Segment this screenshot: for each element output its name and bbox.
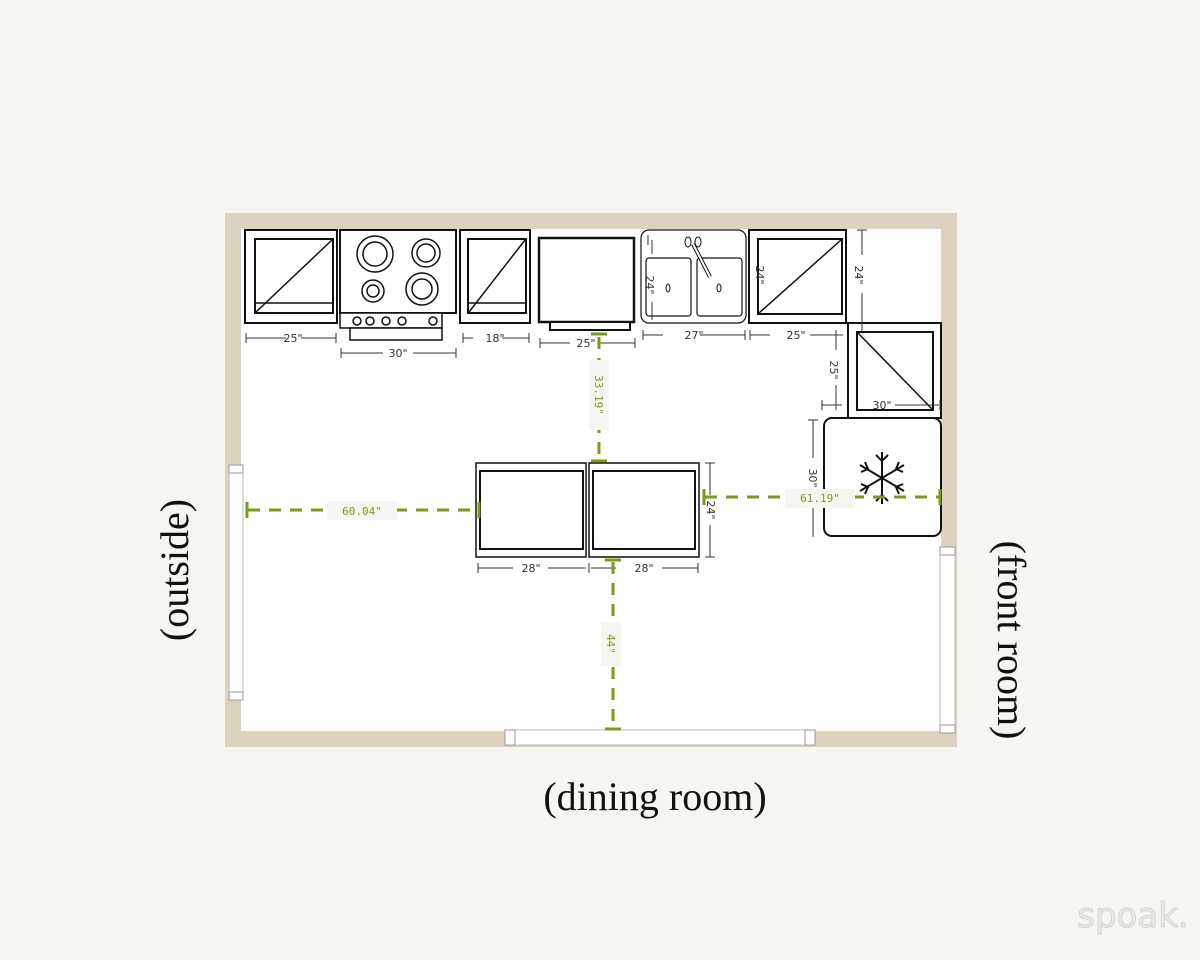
dim-island-left: 28" [521, 562, 540, 575]
dishwasher [537, 236, 636, 331]
label-dining-room: (dining room) [543, 774, 766, 819]
dimension-labels: 25" 30" 18" 25" 27" 25" 24" 24" 24" 25" … [283, 265, 891, 575]
clearance-label: 44" [604, 634, 617, 654]
island-left [475, 462, 587, 558]
clearance-door-island: 60.04" [245, 501, 481, 520]
corner-cabinet [847, 322, 942, 419]
watermark-logo: spoak. [1077, 896, 1188, 936]
dim-cabinet-1: 25" [283, 332, 302, 345]
dim-cabinet-2: 18" [485, 332, 504, 345]
dim-fridge: 30" [806, 468, 819, 487]
clearance-label: 33.19" [592, 375, 605, 415]
stove [339, 229, 457, 341]
clearance-island-fridge: 61.19" [702, 489, 942, 508]
burner-icon [352, 235, 441, 326]
refrigerator [823, 417, 942, 537]
island-right [588, 462, 700, 558]
clearance-counter-island: 33.19" [589, 332, 609, 463]
dim-dishwasher: 25" [576, 337, 595, 350]
clearance-island-dining: 44" [601, 558, 621, 731]
dim-sink-depth: 24" [643, 275, 656, 294]
dim-cabinet-3-depth: 24" [753, 265, 766, 284]
dim-sink: 27" [684, 329, 703, 342]
dim-stove: 30" [388, 347, 407, 360]
base-cabinet-3 [748, 229, 847, 324]
door-front-room[interactable] [939, 546, 956, 734]
label-front-room: (front room) [989, 541, 1034, 740]
door-outside[interactable] [228, 464, 244, 701]
dim-cabinet-3: 25" [786, 329, 805, 342]
dimension-lines [245, 229, 941, 573]
label-outside: (outside) [152, 499, 197, 641]
dim-island-depth: 24" [704, 500, 717, 519]
base-cabinet-2 [459, 229, 531, 324]
dim-corner-depth: 25" [827, 360, 840, 379]
dim-wall-depth: 24" [852, 265, 865, 284]
base-cabinet-1 [244, 229, 338, 324]
door-dining-room[interactable] [504, 729, 816, 746]
snowflake-icon [859, 452, 905, 504]
clearance-label: 60.04" [342, 505, 382, 518]
dim-island-right: 28" [634, 562, 653, 575]
clearance-label: 61.19" [800, 492, 840, 505]
dim-corner-width: 30" [872, 399, 891, 412]
sink [640, 229, 747, 324]
